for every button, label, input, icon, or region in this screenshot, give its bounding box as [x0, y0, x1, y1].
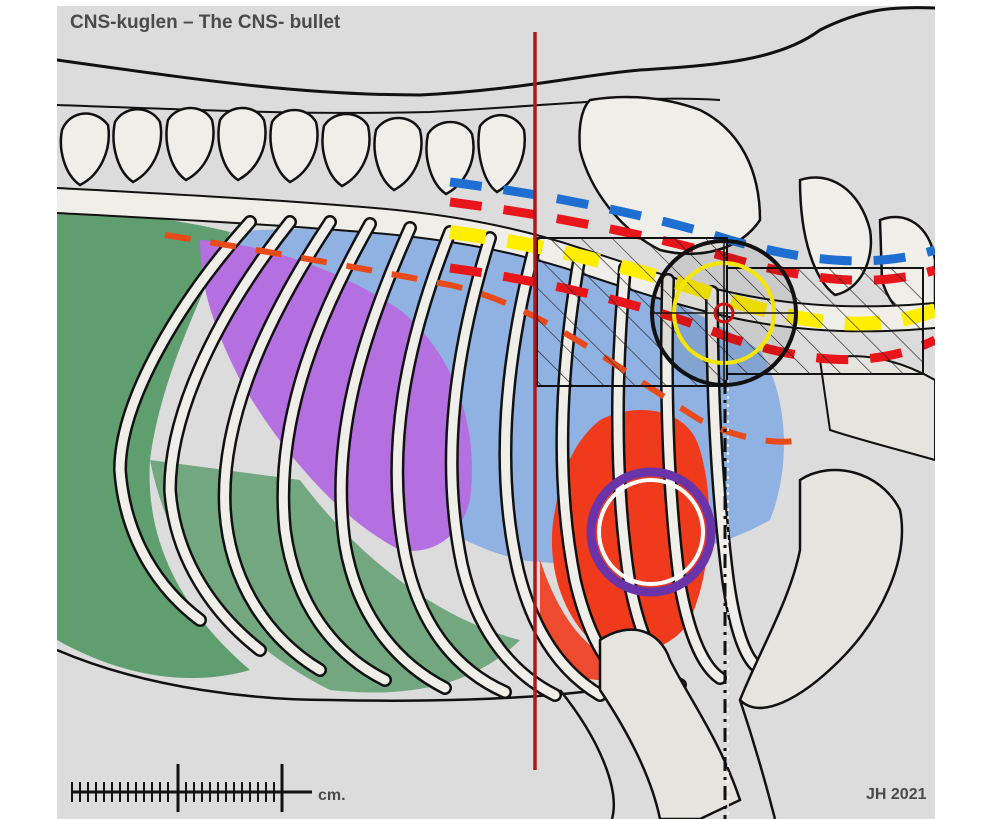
humerus-bone — [738, 468, 904, 710]
heart-lower-area — [540, 560, 640, 680]
orange-dash-line-spine — [164, 232, 801, 445]
diagram-title: CNS-kuglen – The CNS- bullet — [70, 12, 341, 33]
scale-unit-label: cm. — [318, 787, 346, 804]
red-dash-line-upper — [449, 197, 935, 285]
hatched-box-left — [536, 237, 728, 387]
green-lower-area — [150, 460, 520, 693]
leg-outline — [559, 689, 777, 819]
abdomen-area — [57, 212, 250, 679]
heart-ring-outer — [586, 467, 716, 597]
scale-bar — [71, 764, 312, 812]
heart-ring-inner — [597, 478, 705, 586]
target-center — [713, 302, 735, 324]
belly-outline — [57, 648, 601, 702]
scapula-bone — [598, 628, 742, 819]
back-outline — [57, 6, 935, 97]
hatched-box-right — [726, 267, 924, 375]
credit-label: JH 2021 — [866, 786, 927, 803]
